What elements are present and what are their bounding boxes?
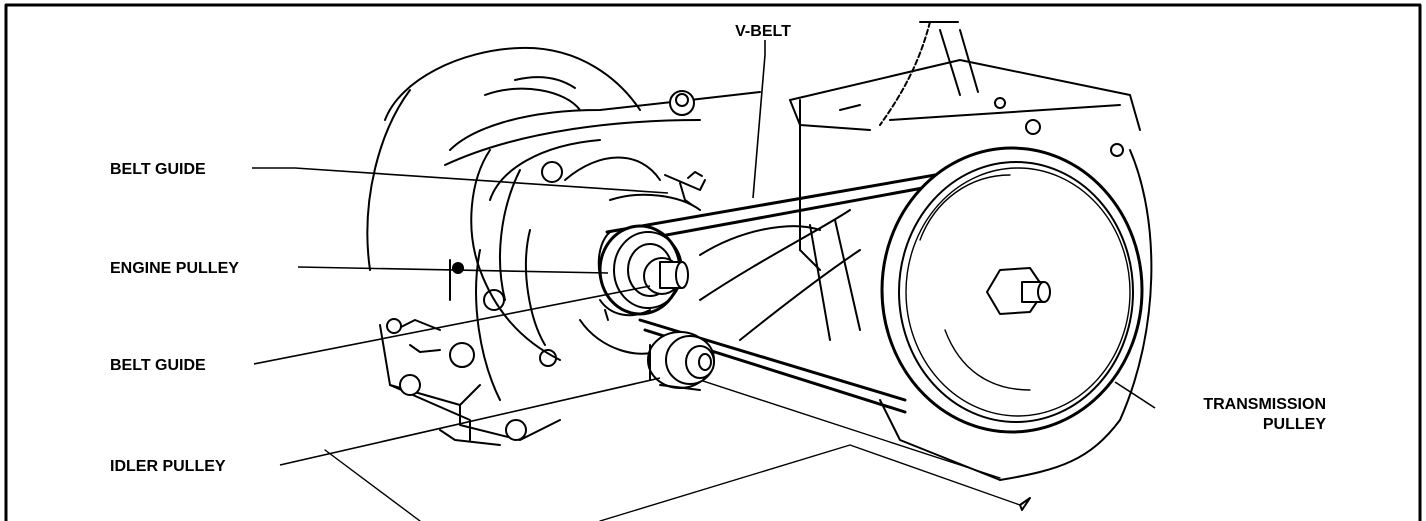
leader-v-belt <box>752 40 766 199</box>
transmission-pulley <box>879 146 1153 481</box>
label-v-belt: V-BELT <box>735 23 791 40</box>
label-engine-pulley: ENGINE PULLEY <box>110 260 239 277</box>
upper-frame <box>789 21 1141 271</box>
label-transmission-pulley-line1: TRANSMISSION <box>1203 396 1326 413</box>
tiller-illustration <box>324 21 1153 521</box>
leader-belt-guide-upper <box>252 167 669 194</box>
leader-engine-pulley <box>297 266 609 274</box>
diagram-border <box>4 3 1422 521</box>
idler-pulley <box>647 331 715 391</box>
engine-housing <box>366 46 761 446</box>
leader-belt-guide-lower <box>253 285 651 365</box>
upper-belt-guide-bracket <box>664 171 706 206</box>
leader-idler-pulley <box>279 377 661 466</box>
label-belt-guide-lower: BELT GUIDE <box>110 357 206 374</box>
leader-transmission-pulley <box>1114 381 1156 409</box>
label-transmission-pulley-line2: PULLEY <box>1263 416 1326 433</box>
center-strut <box>699 209 861 341</box>
leader-lines <box>252 40 1156 466</box>
callout-labels: V-BELT BELT GUIDE ENGINE PULLEY BELT GUI… <box>110 23 1326 475</box>
engine-pulley <box>598 224 689 316</box>
label-idler-pulley: IDLER PULLEY <box>110 458 226 475</box>
ground-lines <box>324 379 1031 521</box>
label-belt-guide-upper: BELT GUIDE <box>110 161 206 178</box>
lower-belt-guide <box>599 299 651 321</box>
